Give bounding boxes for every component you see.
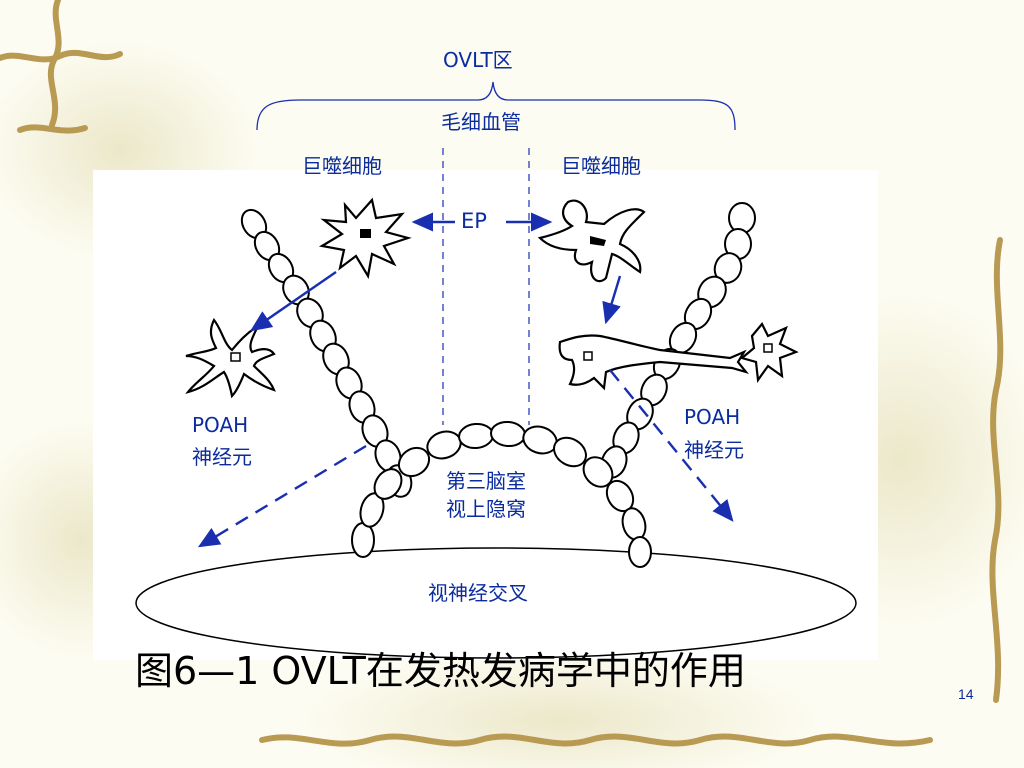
left-dashed-arrow [197,444,367,548]
left-macrophage-cell [318,197,412,280]
ep-label: EP [461,209,487,233]
poah-left-sub: 神经元 [192,445,252,469]
ventricle-label-line2: 视上隐窝 [446,497,526,521]
right-poah-neuron [558,322,799,391]
macrophage-left-label: 巨噬细胞 [302,154,382,178]
right-dashed-arrow [609,369,734,522]
ovlt-label: OVLT区 [443,48,513,72]
right-macrophage-cell [537,199,646,283]
macrophage-to-poah-left-arrow [250,271,337,332]
vine-right-decoration [989,237,1004,703]
poah-right-title: POAH [684,405,741,429]
left-poah-neuron [185,317,276,399]
macrophage-right-label: 巨噬细胞 [561,154,641,178]
poah-left-title: POAH [192,413,249,437]
optic-chiasm-label: 视神经交叉 [428,581,528,605]
diagram-arrows [197,212,734,548]
macrophage-to-poah-right-arrow [602,275,622,325]
optic-chiasm [135,547,857,659]
poah-right-sub: 神经元 [684,438,744,462]
vine-bottom-decoration [259,733,933,747]
capillary-label: 毛细血管 [441,110,521,134]
page-number: 14 [958,686,974,702]
slide-caption: 图6—1 OVLT在发热发病学中的作用 [135,649,746,693]
vine-top-left-decoration [0,0,123,134]
ovlt-brace [256,81,736,131]
ventricle-label-line1: 第三脑室 [446,469,526,493]
ventricle-arch-cells [351,420,652,568]
